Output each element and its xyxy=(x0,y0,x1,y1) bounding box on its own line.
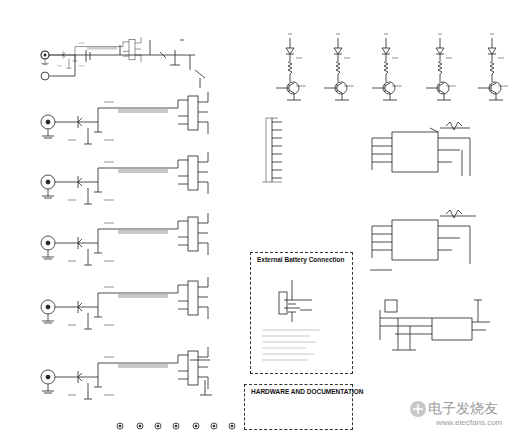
watermark-url: www.elecfans.com xyxy=(436,418,502,427)
region-title: HARDWARE AND DOCUMENTATION xyxy=(249,388,349,395)
dashed-region: External Battery Connection xyxy=(250,252,353,374)
watermark-text: 电子发烧友 xyxy=(428,400,498,418)
region-title: External Battery Connection xyxy=(255,256,349,263)
dashed-region: HARDWARE AND DOCUMENTATION xyxy=(244,384,353,430)
